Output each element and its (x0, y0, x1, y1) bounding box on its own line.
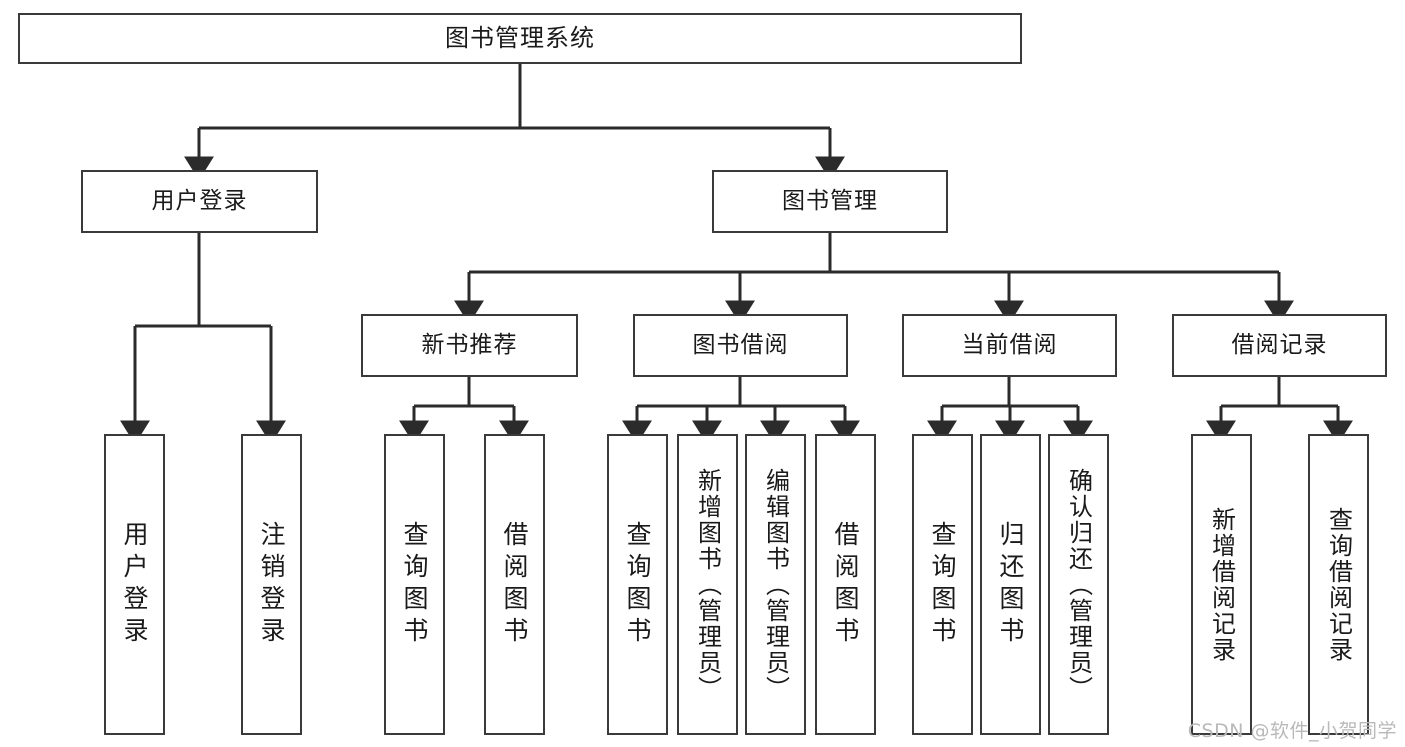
node-label: 查询图书 (928, 520, 957, 649)
node-user-login[interactable]: 用户登录 (81, 170, 318, 233)
node-label: 借阅记录 (1231, 331, 1328, 358)
leaf-user-login-signout[interactable]: 注销登录 (241, 434, 302, 735)
csdn-watermark: CSDN @软件_小贺同学 (1187, 720, 1397, 742)
leaf-borrow-record-add[interactable]: 新增借阅记录 (1191, 434, 1252, 735)
node-new-book-recommend[interactable]: 新书推荐 (361, 314, 578, 377)
node-label: 新书推荐 (421, 331, 518, 358)
leaf-current-borrow-query[interactable]: 查询图书 (912, 434, 973, 735)
node-label: 注销登录 (257, 520, 286, 649)
node-label: 图书管理 (782, 187, 878, 214)
node-label: 查询借阅记录 (1324, 506, 1353, 663)
node-borrow-record[interactable]: 借阅记录 (1172, 314, 1387, 377)
node-root-book-management-system[interactable]: 图书管理系统 (18, 13, 1022, 64)
node-label: 新增图书（管理员） (693, 467, 722, 702)
leaf-user-login-signin[interactable]: 用户登录 (104, 434, 165, 735)
node-label: 借阅图书 (500, 520, 529, 649)
node-label: 确认归还（管理员） (1064, 467, 1093, 702)
leaf-current-borrow-return[interactable]: 归还图书 (980, 434, 1041, 735)
leaf-book-borrow-borrow[interactable]: 借阅图书 (815, 434, 876, 735)
node-label: 归还图书 (996, 520, 1025, 649)
node-label: 借阅图书 (831, 520, 860, 649)
node-book-borrow[interactable]: 图书借阅 (633, 314, 848, 377)
leaf-new-book-query[interactable]: 查询图书 (384, 434, 445, 735)
leaf-current-borrow-confirm-admin[interactable]: 确认归还（管理员） (1048, 434, 1109, 735)
node-label: 查询图书 (400, 520, 429, 649)
node-label: 图书管理系统 (445, 24, 595, 53)
leaf-new-book-borrow[interactable]: 借阅图书 (484, 434, 545, 735)
leaf-book-borrow-add-admin[interactable]: 新增图书（管理员） (677, 434, 738, 735)
node-book-management[interactable]: 图书管理 (712, 170, 948, 233)
node-label: 用户登录 (151, 187, 248, 214)
node-current-borrow[interactable]: 当前借阅 (902, 314, 1117, 377)
node-label: 图书借阅 (692, 331, 789, 358)
node-label: 当前借阅 (961, 331, 1058, 358)
leaf-book-borrow-edit-admin[interactable]: 编辑图书（管理员） (745, 434, 806, 735)
node-label: 用户登录 (120, 520, 149, 649)
leaf-borrow-record-query[interactable]: 查询借阅记录 (1308, 434, 1369, 735)
node-label: 编辑图书（管理员） (761, 467, 790, 702)
node-label: 新增借阅记录 (1207, 506, 1236, 663)
leaf-book-borrow-query[interactable]: 查询图书 (607, 434, 668, 735)
node-label: 查询图书 (623, 520, 652, 649)
